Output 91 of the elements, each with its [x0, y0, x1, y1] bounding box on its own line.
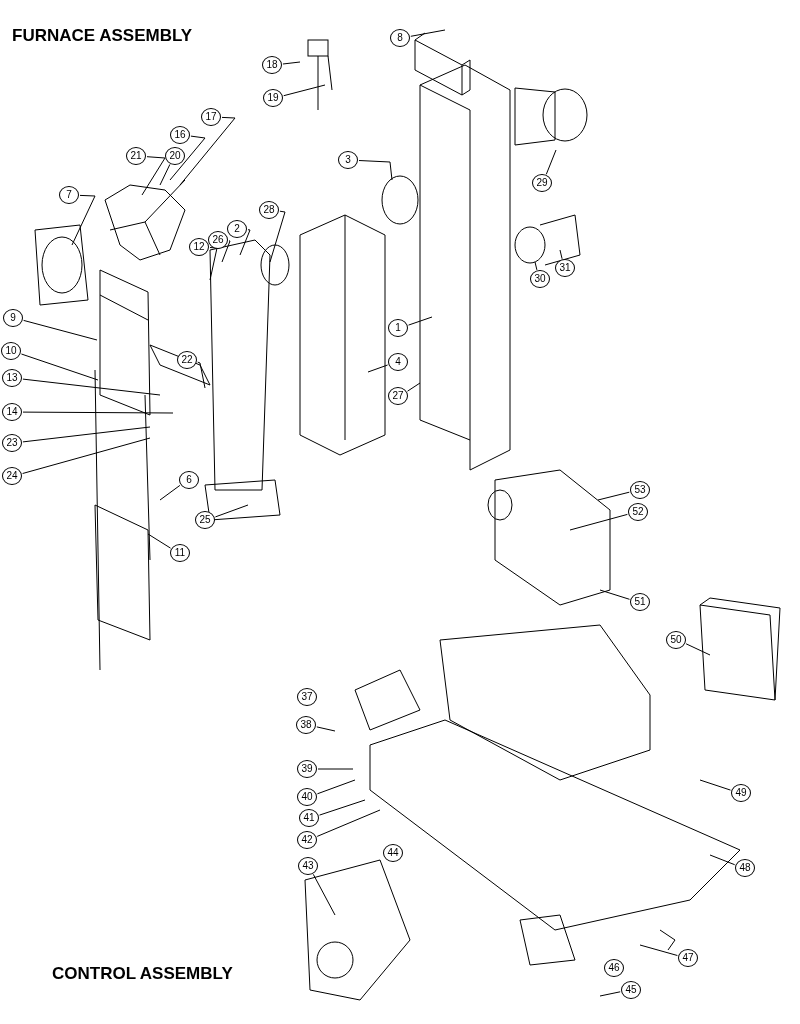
leader-line [209, 247, 218, 281]
section-heading: CONTROL ASSEMBLY [52, 964, 233, 984]
leader-line [147, 533, 171, 549]
callout-number: 4 [388, 353, 408, 371]
leader-line [22, 378, 161, 396]
leader-line [407, 382, 421, 392]
callout-number: 24 [2, 467, 22, 485]
callout-number: 26 [208, 231, 228, 249]
callout-number: 44 [383, 844, 403, 862]
leader-line [159, 163, 171, 186]
leader-line [239, 229, 251, 256]
callout-number: 3 [338, 151, 358, 169]
callout-number: 2 [227, 220, 247, 238]
callout-number: 9 [3, 309, 23, 327]
leader-line [71, 194, 96, 246]
callout-number: 13 [2, 369, 22, 387]
callout-number: 40 [297, 788, 317, 806]
callout-number: 39 [297, 760, 317, 778]
callout-number: 42 [297, 831, 317, 849]
leader-line [317, 768, 354, 770]
leader-line [639, 944, 678, 956]
leader-line [408, 316, 433, 326]
leader-line [22, 437, 151, 474]
callout-number: 20 [165, 147, 185, 165]
leader-line [319, 799, 366, 816]
callout-number: 16 [170, 126, 190, 144]
leader-line [358, 160, 393, 181]
callout-number: 43 [298, 857, 318, 875]
leader-line [685, 643, 711, 656]
callout-number: 12 [189, 238, 209, 256]
leader-line [709, 854, 736, 866]
leader-line [559, 249, 563, 260]
callout-number: 29 [532, 174, 552, 192]
leader-line [316, 779, 356, 795]
callout-number: 7 [59, 186, 79, 204]
callout-number: 45 [621, 981, 641, 999]
leader-line [599, 589, 630, 600]
callout-number: 50 [666, 631, 686, 649]
callout-number: 22 [177, 351, 197, 369]
leader-line [283, 84, 326, 97]
callout-number: 46 [604, 959, 624, 977]
leader-line [410, 29, 446, 37]
leader-line [367, 364, 389, 373]
callout-number: 18 [262, 56, 282, 74]
leader-line [597, 491, 630, 501]
callout-number: 8 [390, 29, 410, 47]
callout-number: 48 [735, 859, 755, 877]
leader-line [197, 361, 206, 389]
callout-number: 28 [259, 201, 279, 219]
leader-line [23, 319, 98, 341]
leader-line [269, 210, 286, 263]
callout-number: 19 [263, 89, 283, 107]
leader-line [22, 411, 174, 414]
callout-number: 21 [126, 147, 146, 165]
diagram-title: FURNACE ASSEMBLY [12, 26, 193, 46]
callout-number: 41 [299, 809, 319, 827]
callout-number: 37 [297, 688, 317, 706]
callout-number: 25 [195, 511, 215, 529]
callout-number: 31 [555, 259, 575, 277]
leader-line [214, 504, 249, 518]
leader-line [599, 991, 621, 997]
callout-number: 14 [2, 403, 22, 421]
callout-number: 27 [388, 387, 408, 405]
callout-number: 30 [530, 270, 550, 288]
leader-line [282, 61, 301, 65]
leader-line [312, 873, 336, 916]
callout-number: 53 [630, 481, 650, 499]
leader-line [221, 240, 231, 263]
callout-number: 51 [630, 593, 650, 611]
callout-number: 52 [628, 503, 648, 521]
leader-line [22, 426, 151, 443]
callout-number: 47 [678, 949, 698, 967]
leader-line [569, 513, 628, 531]
leader-line [699, 779, 731, 791]
callout-number: 23 [2, 434, 22, 452]
leader-line [179, 116, 236, 186]
callout-number: 1 [388, 319, 408, 337]
callout-number: 11 [170, 544, 190, 562]
callout-number: 6 [179, 471, 199, 489]
leader-line [545, 149, 557, 175]
callout-number: 10 [1, 342, 21, 360]
callout-number: 38 [296, 716, 316, 734]
leader-line [316, 809, 381, 837]
leader-line [316, 726, 336, 732]
leader-line [169, 135, 206, 181]
leader-line [20, 353, 99, 381]
callout-number: 17 [201, 108, 221, 126]
callout-number: 49 [731, 784, 751, 802]
leader-line [159, 484, 181, 501]
leader-line [534, 261, 538, 271]
leader-line [141, 156, 166, 196]
